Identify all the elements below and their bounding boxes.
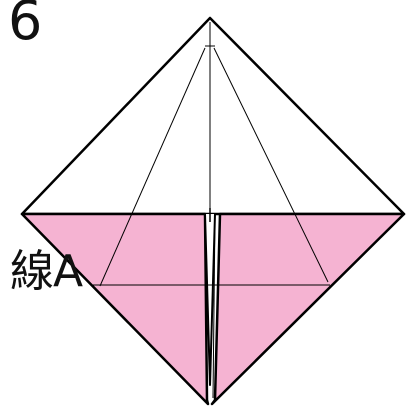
upper-white-flap (22, 18, 404, 214)
line-a-label: 線A (10, 250, 82, 294)
lower-right-pink-flap (212, 214, 404, 404)
step-number: 6 (8, 0, 42, 48)
lower-left-pink-flap (22, 214, 208, 404)
